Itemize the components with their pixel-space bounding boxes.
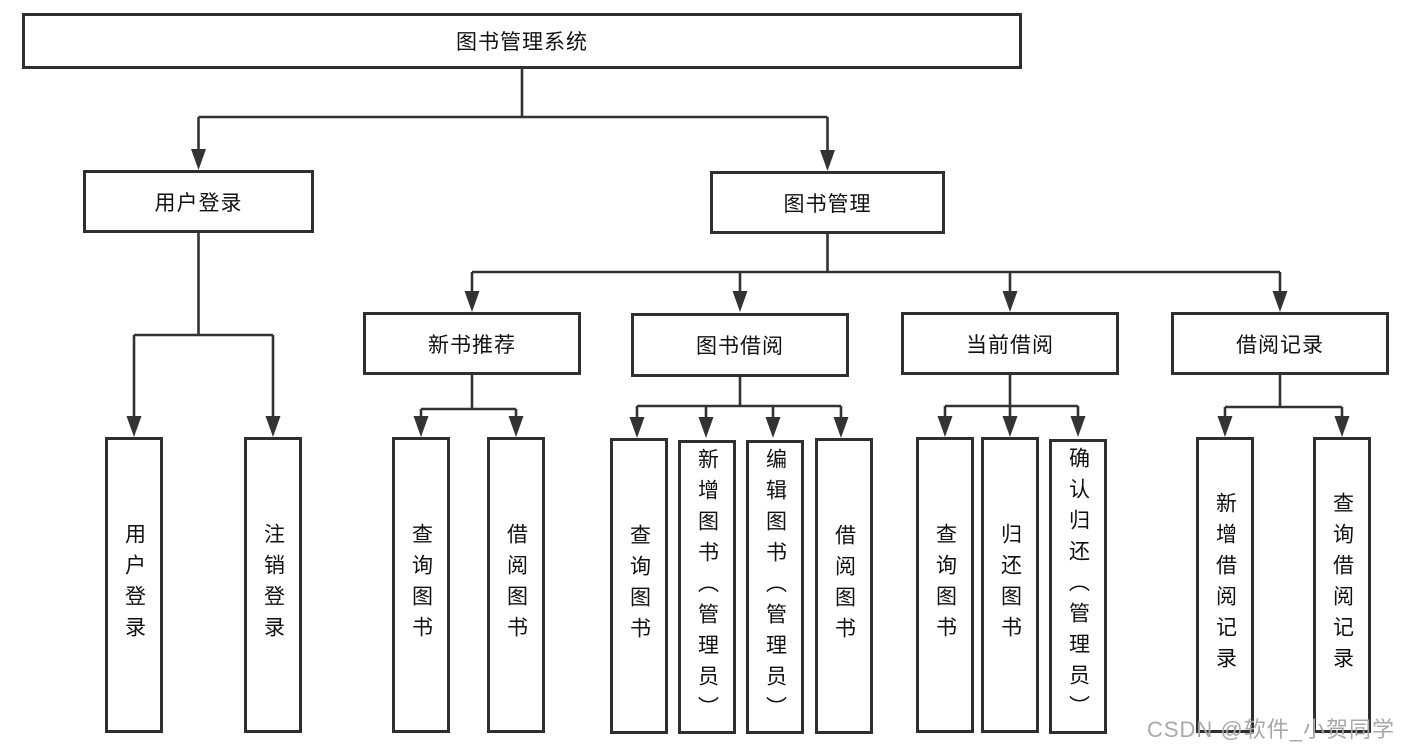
node-query-books-current: 查询图书: [916, 437, 974, 733]
node-add-borrow-record: 新增借阅记录: [1196, 437, 1254, 733]
node-logout-action: 注销登录: [244, 437, 302, 733]
node-label: 当前借阅: [966, 333, 1054, 357]
node-label: 注销登录: [261, 523, 285, 647]
node-label: 借阅记录: [1236, 333, 1324, 357]
node-book-management: 图书管理: [710, 171, 945, 234]
node-label: 查询图书: [933, 523, 957, 647]
node-borrow-books-recommend: 借阅图书: [487, 437, 545, 733]
node-label: 归还图书: [998, 523, 1022, 647]
node-label: 确认归还（管理员）: [1066, 447, 1090, 726]
node-confirm-return-admin: 确认归还（管理员）: [1049, 439, 1107, 734]
node-query-books-recommend: 查询图书: [392, 437, 450, 733]
node-label: 新书推荐: [428, 333, 516, 357]
node-label: 编辑图书（管理员）: [763, 447, 787, 727]
node-label: 新增图书（管理员）: [695, 447, 719, 727]
connector-new-book-recommend-to-leaves: [419, 375, 518, 433]
node-label: 查询图书: [409, 523, 433, 647]
connector-book-management-to-level3: [470, 234, 1282, 308]
node-borrow-books-action: 借阅图书: [815, 438, 873, 734]
node-label: 图书借阅: [696, 335, 784, 358]
connector-root-to-level2: [197, 69, 829, 167]
node-label: 用户登录: [122, 523, 146, 647]
node-user-login: 用户登录: [83, 170, 314, 233]
connector-user-login-to-leaves: [132, 233, 275, 433]
node-book-borrow: 图书借阅: [631, 313, 849, 377]
node-label: 新增借阅记录: [1213, 492, 1237, 678]
node-add-books-admin: 新增图书（管理员）: [678, 440, 736, 734]
connector-book-borrow-to-leaves: [635, 377, 843, 434]
node-label: 借阅图书: [832, 524, 856, 648]
node-new-book-recommend: 新书推荐: [363, 312, 581, 375]
node-edit-books-admin: 编辑图书（管理员）: [746, 440, 804, 734]
node-query-borrow-record: 查询借阅记录: [1313, 437, 1371, 733]
node-label: 借阅图书: [504, 523, 528, 647]
node-return-books: 归还图书: [981, 437, 1039, 733]
node-user-login-action: 用户登录: [105, 437, 163, 733]
node-library-management-system: 图书管理系统: [22, 13, 1022, 69]
node-label: 查询借阅记录: [1330, 492, 1354, 678]
node-current-borrow: 当前借阅: [901, 312, 1119, 375]
node-borrow-records: 借阅记录: [1171, 312, 1389, 375]
node-label: 用户登录: [154, 191, 243, 215]
connector-current-borrow-to-leaves: [943, 375, 1080, 433]
node-label: 图书管理系统: [456, 31, 588, 54]
node-label: 查询图书: [627, 524, 651, 648]
node-label: 图书管理: [783, 192, 872, 216]
node-query-books-borrow: 查询图书: [610, 438, 668, 734]
watermark: CSDN @软件_小贺同学: [1146, 717, 1395, 742]
connector-borrow-records-to-leaves: [1223, 375, 1344, 433]
